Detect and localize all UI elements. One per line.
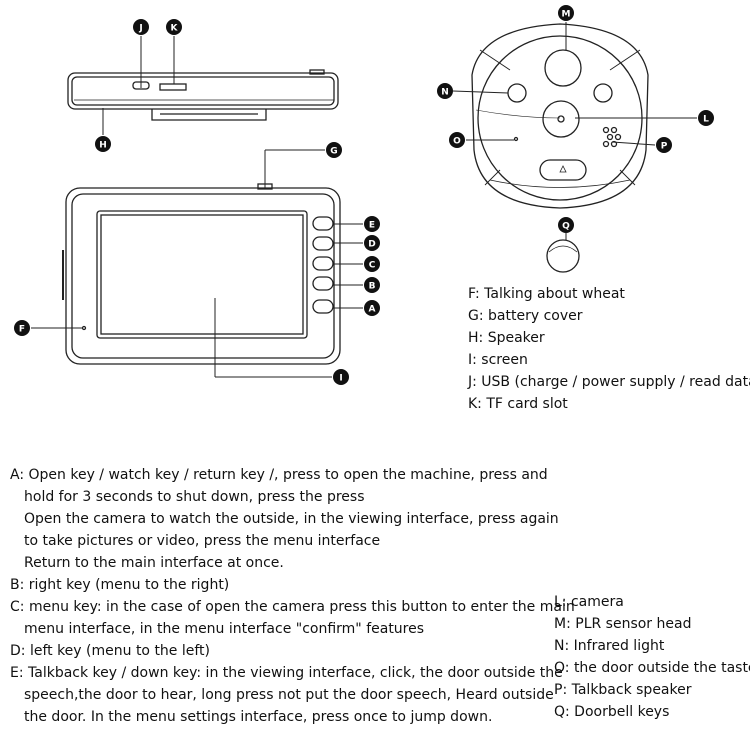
legend-item-f: F: Talking about wheat	[468, 286, 625, 302]
badge-q-label: Q	[562, 222, 570, 232]
legend-item-a-cont: to take pictures or video, press the men…	[24, 533, 381, 549]
badge-q	[558, 217, 574, 233]
badge-l-label: L	[703, 115, 709, 125]
badge-p-label: P	[661, 142, 668, 152]
badge-c	[364, 256, 380, 272]
badge-n	[437, 83, 453, 99]
monitor-top-view	[67, 69, 339, 121]
callout-badges: J K H G E D C B A F I M N L O P Q	[14, 5, 714, 385]
leader-lines	[31, 22, 697, 378]
legend-item-k: K: TF card slot	[468, 396, 568, 412]
doorbell-camera-unit	[471, 23, 649, 273]
badge-k	[166, 19, 182, 35]
pir-sensor	[544, 49, 582, 87]
badge-f	[14, 320, 30, 336]
badge-m	[558, 5, 574, 21]
legend-item-c: C: menu key: in the case of open the cam…	[10, 599, 575, 615]
legend-item-n: N: Infrared light	[554, 638, 665, 654]
legend-item-p: P: Talkback speaker	[554, 682, 692, 698]
legend-item-g: G: battery cover	[468, 308, 583, 324]
legend-item-e-cont: the door. In the menu settings interface…	[24, 709, 493, 725]
badge-e-label: E	[369, 221, 375, 231]
badge-m-label: M	[562, 10, 571, 20]
legend-item-o: O: the door outside the taste	[554, 660, 750, 676]
legend-item-m: M: PLR sensor head	[554, 616, 692, 632]
monitor-front-view	[62, 183, 341, 365]
badge-a-label: A	[369, 305, 376, 315]
badge-l	[698, 110, 714, 126]
badge-g	[326, 142, 342, 158]
button-a	[312, 299, 334, 314]
badge-p	[656, 137, 672, 153]
badge-d	[364, 235, 380, 251]
legend-item-a-cont: Return to the main interface at once.	[24, 555, 284, 571]
button-e	[312, 216, 334, 231]
badge-k-label: K	[171, 24, 179, 34]
badge-f-label: F	[19, 325, 25, 335]
button-b	[312, 276, 334, 291]
badge-o-label: O	[453, 137, 461, 147]
legend-item-a-cont: Open the camera to watch the outside, in…	[24, 511, 559, 527]
legend-monitor-parts: F: Talking about wheat G: battery cover …	[468, 283, 750, 415]
badge-b	[364, 277, 380, 293]
badge-a	[364, 300, 380, 316]
badge-h	[95, 136, 111, 152]
badge-b-label: B	[369, 282, 376, 292]
badge-i-label: I	[339, 374, 342, 384]
badge-c-label: C	[369, 261, 376, 271]
badge-j-label: J	[138, 24, 142, 34]
legend-item-b: B: right key (menu to the right)	[10, 577, 230, 593]
badge-i	[333, 369, 349, 385]
legend-item-l: L: camera	[554, 594, 624, 610]
legend-camera-parts: L: camera M: PLR sensor head N: Infrared…	[554, 591, 750, 723]
legend-item-i: I: screen	[468, 352, 528, 368]
legend-item-q: Q: Doorbell keys	[554, 704, 670, 720]
device-diagram: J K H G E D C B A F I M N L O P Q	[14, 5, 714, 385]
legend-item-e-cont: speech,the door to hear, long press not …	[24, 687, 554, 703]
infrared-light	[507, 83, 527, 103]
badge-o	[449, 132, 465, 148]
legend-item-e: E: Talkback key / down key: in the viewi…	[10, 665, 563, 681]
button-c	[312, 256, 334, 271]
doorbell-button	[546, 239, 580, 273]
badge-d-label: D	[368, 240, 375, 250]
legend-item-c-cont: menu interface, in the menu interface "c…	[24, 621, 425, 637]
badge-g-label: G	[330, 147, 337, 157]
badge-h-label: H	[99, 141, 107, 151]
speaker-holes	[602, 126, 622, 148]
badge-j	[133, 19, 149, 35]
legend-item-h: H: Speaker	[468, 330, 545, 346]
legend-item-j: J: USB (charge / power supply / read dat…	[468, 374, 750, 390]
camera-lens	[542, 100, 580, 138]
button-d	[312, 236, 334, 251]
badge-e	[364, 216, 380, 232]
legend-item-a-cont: hold for 3 seconds to shut down, press t…	[24, 489, 365, 505]
legend-item-a: A: Open key / watch key / return key /, …	[10, 467, 548, 483]
badge-n-label: N	[441, 88, 449, 98]
legend-item-d: D: left key (menu to the left)	[10, 643, 211, 659]
legend-keys: A: Open key / watch key / return key /, …	[10, 464, 575, 728]
